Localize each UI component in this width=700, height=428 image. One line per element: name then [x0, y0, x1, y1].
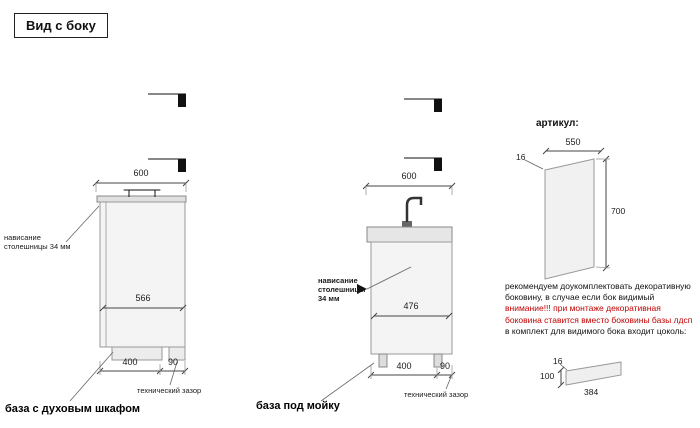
overhang-note: нависание столешницы 34 мм: [318, 276, 366, 303]
artikul-label: артикул:: [536, 118, 579, 129]
countertop-profile-icon: [404, 98, 442, 112]
rear-foot: [168, 346, 186, 361]
overhang-note-line: 34 мм: [318, 294, 340, 303]
dimension-value-384: 384: [584, 387, 599, 397]
oven-cabinet-body: [99, 201, 186, 348]
dimension-line-700: [595, 155, 611, 272]
sink-cabinet-body: [370, 241, 453, 355]
dimension-line-550: [542, 147, 605, 155]
plinth-thickness-leader-line: [559, 363, 568, 371]
dimension-value-16: 16: [553, 356, 563, 366]
side-panel-shape: [544, 158, 595, 280]
overhang-note-line: столешницы 34 мм: [4, 242, 71, 251]
tech-gap-leader-line: [445, 376, 452, 390]
dimension-value-100: 100: [540, 371, 555, 381]
countertop: [96, 195, 187, 203]
oven-cabinet-label: база с духовым шкафом: [5, 403, 140, 415]
dimension-line-600: [362, 182, 456, 195]
page-title: Вид с боку: [14, 13, 108, 38]
dimension-value-566: 566: [135, 293, 151, 303]
side-panel-drawing: [524, 147, 622, 389]
countertop-profile-icon: [148, 158, 186, 172]
label-leader-line: [69, 351, 114, 402]
dimension-line-400-90: [96, 361, 189, 375]
dimension-value-400: 400: [396, 361, 412, 371]
oven-cabinet-drawing: [65, 93, 190, 402]
plinth-strip-shape: [565, 361, 622, 386]
tech-gap-leader-line: [169, 361, 178, 386]
panel-note-warning: внимание!!! при монтаже декоративная бок…: [505, 303, 693, 325]
overhang-note: нависание столешницы 34 мм: [4, 233, 76, 251]
sink-cabinet-drawing: [320, 98, 456, 402]
overhang-leader-line: [65, 205, 100, 243]
dimension-value-90: 90: [167, 357, 178, 367]
dimension-value-550: 550: [565, 137, 581, 147]
dimension-value-600: 600: [401, 171, 417, 181]
label-leader-line: [320, 362, 375, 402]
overhang-leader-line: [366, 266, 412, 290]
overhang-note-line: нависание: [318, 276, 358, 285]
panel-note-text: в комплект для видимого бока входит цоко…: [505, 325, 687, 336]
dimension-line-600: [92, 179, 190, 192]
countertop-profile-icon: [404, 157, 442, 171]
dimension-value-700: 700: [611, 206, 626, 216]
dimension-value-90: 90: [439, 361, 450, 371]
cabinet-leg: [433, 353, 443, 368]
tech-gap-label: технический зазор: [404, 390, 469, 399]
oven-handle: [123, 189, 161, 197]
dimension-line-100: [557, 366, 565, 389]
cabinet-leg: [378, 353, 388, 368]
overhang-note-line: нависание: [4, 233, 41, 242]
thickness-leader-line: [524, 159, 544, 170]
tech-gap-label: технический зазор: [137, 386, 202, 395]
dimension-line-566: [99, 304, 187, 312]
panel-note-text: рекомендуем доукомплектовать декоративну…: [505, 281, 691, 303]
dimension-line-476: [370, 312, 453, 320]
countertop: [366, 226, 453, 243]
sink-cabinet-label: база под мойку: [256, 400, 340, 412]
dimension-value-600: 600: [133, 168, 149, 178]
panel-note: рекомендуем доукомплектовать декоративну…: [505, 281, 697, 337]
dimension-value-400: 400: [122, 357, 138, 367]
overhang-arrow: [357, 284, 367, 294]
overhang-note-line: столешницы: [318, 285, 366, 294]
faucet: [402, 196, 423, 227]
dimension-value-476: 476: [403, 301, 419, 311]
dimension-line-400-90: [367, 365, 456, 379]
countertop-profile-icon: [148, 93, 186, 107]
dimension-value-16: 16: [516, 152, 526, 162]
